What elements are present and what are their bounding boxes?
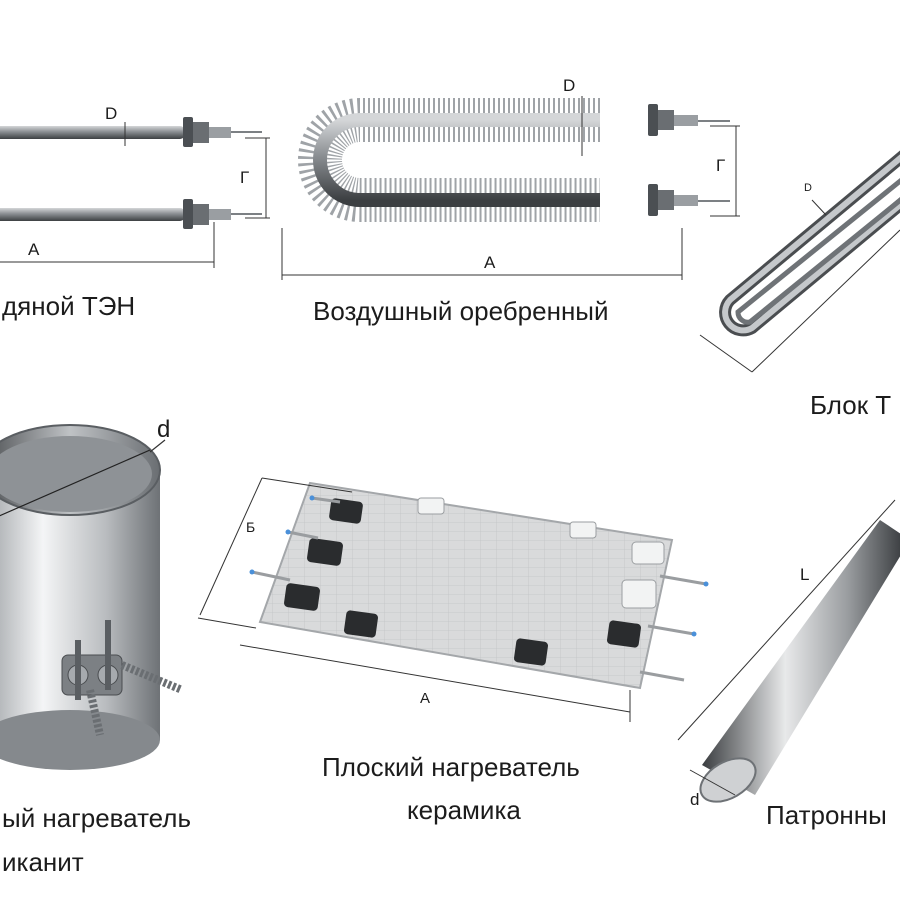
cartridge-heater-illustration xyxy=(677,499,900,803)
cartridge-heater-caption: Патронны xyxy=(766,800,887,830)
block-heater-caption: Блок Т xyxy=(810,390,892,420)
cartridge-length-label: L xyxy=(800,565,810,584)
finned-heater-caption: Воздушный оребренный xyxy=(313,296,609,326)
flat-width-label: Б xyxy=(246,519,256,535)
water-width-label: Г xyxy=(240,168,250,187)
water-heater-illustration xyxy=(0,117,270,268)
water-diameter-label: D xyxy=(105,104,118,123)
band-diameter-label: d xyxy=(157,416,171,443)
band-heater-caption-line1: ый нагреватель xyxy=(2,803,191,833)
block-diameter-label: D xyxy=(804,182,812,194)
flat-length-label: А xyxy=(420,690,431,707)
flat-heater-illustration xyxy=(197,477,709,722)
finned-heater-illustration xyxy=(281,96,740,280)
finned-length-label: А xyxy=(484,253,496,272)
cartridge-diameter-label: d xyxy=(690,790,700,809)
water-heater-caption: дяной ТЭН xyxy=(2,291,136,321)
finned-width-label: Г xyxy=(716,156,726,175)
band-heater-illustration xyxy=(0,424,184,770)
flat-heater-caption-line2: керамика xyxy=(407,795,521,825)
water-length-label: А xyxy=(28,240,40,259)
finned-diameter-label: D xyxy=(563,76,576,95)
flat-heater-caption-line1: Плоский нагреватель xyxy=(322,752,580,782)
band-heater-caption-line2: иканит xyxy=(2,847,84,877)
block-heater-illustration xyxy=(699,150,900,373)
